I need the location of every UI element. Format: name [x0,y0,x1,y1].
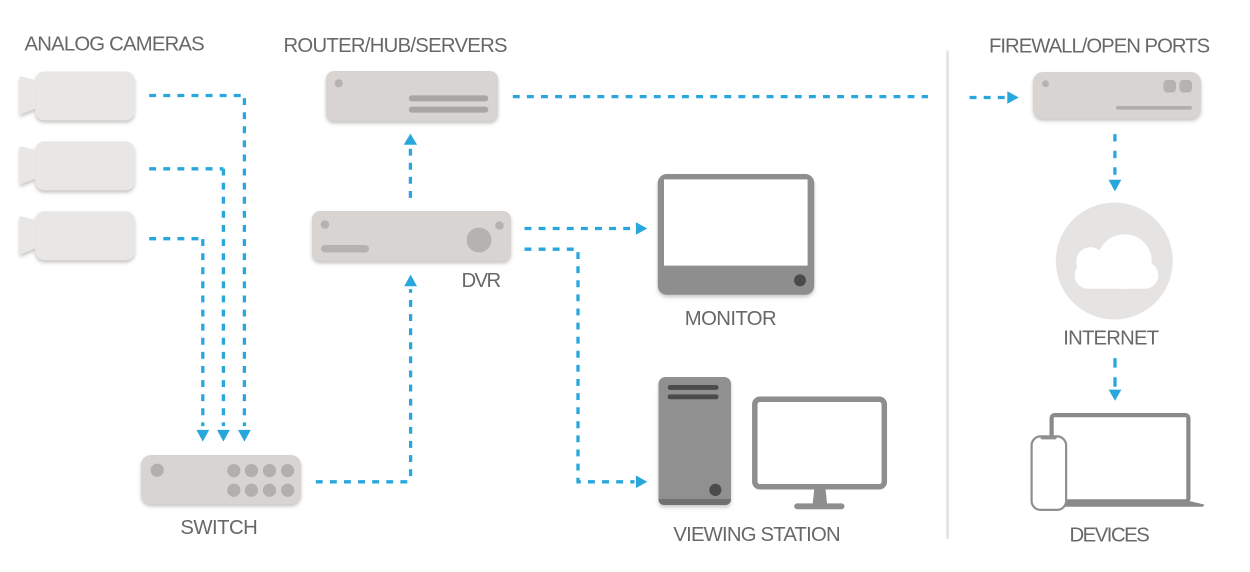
svg-text:FIREWALL/OPEN PORTS: FIREWALL/OPEN PORTS [989,35,1210,57]
svg-text:VIEWING STATION: VIEWING STATION [673,524,839,546]
svg-text:MONITOR: MONITOR [685,308,776,330]
svg-text:SWITCH: SWITCH [180,517,257,539]
svg-text:DVR: DVR [462,270,501,292]
svg-text:INTERNET: INTERNET [1063,327,1158,349]
svg-text:ROUTER/HUB/SERVERS: ROUTER/HUB/SERVERS [284,35,508,57]
svg-text:DEVICES: DEVICES [1069,525,1149,547]
svg-text:ANALOG CAMERAS: ANALOG CAMERAS [25,34,205,56]
